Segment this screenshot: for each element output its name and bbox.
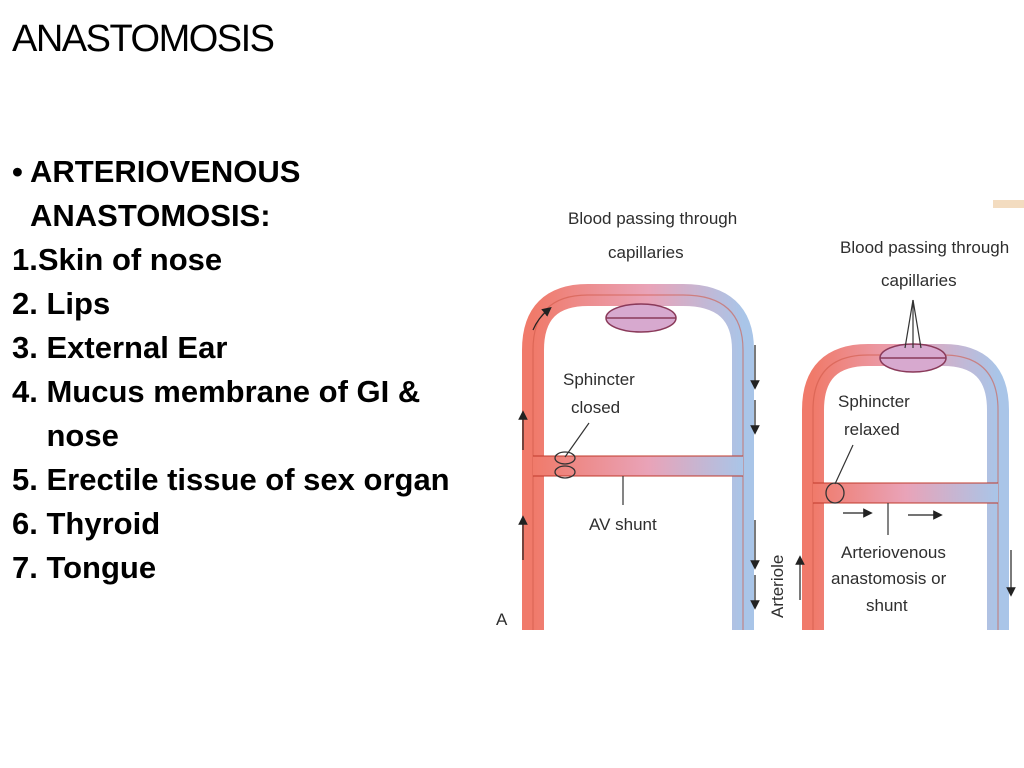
- bullet-heading-text: ARTERIOVENOUS ANASTOMOSIS:: [30, 154, 301, 234]
- list-item-number: 1.: [12, 242, 38, 278]
- right-vessel-diagram: [795, 299, 1016, 630]
- list-item-number: 6.: [12, 506, 47, 542]
- list-item-number: 7.: [12, 550, 47, 586]
- left-top-label-2: capillaries: [608, 243, 684, 262]
- list-item: 1.Skin of nose: [12, 238, 452, 282]
- arteriole-label: Arteriole: [768, 555, 787, 618]
- right-sphincter-label-1: Sphincter: [838, 392, 910, 411]
- list-item: 5. Erectile tissue of sex organ: [12, 458, 452, 502]
- list-item-text: Lips: [46, 286, 111, 322]
- panel-letter: A: [496, 610, 508, 629]
- list-item-text: External Ear: [46, 330, 228, 366]
- list-item-text: Erectile tissue of sex organ: [46, 462, 450, 498]
- av-anastomosis-figure: Blood passing through capillaries Sphinc…: [496, 200, 1024, 630]
- list-item: 2. Lips: [12, 282, 452, 326]
- list-item-text: Thyroid: [46, 506, 161, 542]
- left-top-label-1: Blood passing through: [568, 209, 737, 228]
- left-vessel-diagram: [518, 284, 760, 630]
- left-sphincter-label-1: Sphincter: [563, 370, 635, 389]
- left-sphincter-closed: [554, 451, 576, 465]
- slide-title: ANASTOMOSIS: [12, 18, 275, 60]
- right-ava-label-3: shunt: [866, 596, 908, 615]
- top-right-stripe: [993, 200, 1024, 208]
- list-item-text: Tongue: [46, 550, 157, 586]
- list-item: 3. External Ear: [12, 326, 452, 370]
- left-av-shunt: [533, 456, 743, 476]
- list-item: 6. Thyroid: [12, 502, 452, 546]
- list-item-number: 3.: [12, 330, 47, 366]
- bullet-dot-icon: •: [12, 154, 23, 189]
- left-shunt-label: AV shunt: [589, 515, 657, 534]
- right-ava-label-2: anastomosis or: [831, 569, 947, 588]
- right-av-shunt: [813, 483, 998, 503]
- right-ava-label-1: Arteriovenous: [841, 543, 946, 562]
- list-item: 7. Tongue: [12, 546, 452, 590]
- list-item-text: Skin of nose: [37, 242, 223, 278]
- slide-content: • ARTERIOVENOUS ANASTOMOSIS: 1.Skin of n…: [12, 150, 452, 590]
- right-top-label-1: Blood passing through: [840, 238, 1009, 257]
- left-sphincter-label-2: closed: [571, 398, 620, 417]
- list-item-number: 4.: [12, 374, 47, 410]
- right-top-label-2: capillaries: [881, 271, 957, 290]
- bullet-heading: • ARTERIOVENOUS ANASTOMOSIS:: [12, 150, 452, 238]
- list-item-number: 5.: [12, 462, 47, 498]
- list-item: 4. Mucus membrane of GI & nose: [12, 370, 452, 458]
- list-item-number: 2.: [12, 286, 47, 322]
- list-item-text: Mucus membrane of GI & nose: [46, 374, 421, 454]
- right-sphincter-label-2: relaxed: [844, 420, 900, 439]
